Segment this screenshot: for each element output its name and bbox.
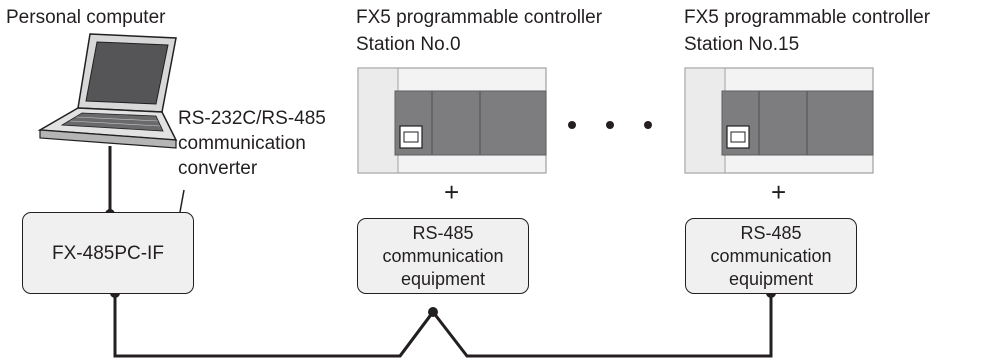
plc-station-15-icon [684, 67, 874, 174]
laptop-icon [37, 33, 178, 219]
converter-label-line-1: RS-232C/RS-485 [178, 108, 326, 129]
station-0-equipment-line-2: communication [382, 245, 504, 266]
bus-node-station-0 [428, 307, 438, 317]
plc-station-0-icon [357, 67, 547, 174]
fx-485pc-if-label: FX-485PC-IF [52, 242, 164, 264]
station-15-plus: + [771, 177, 787, 207]
converter-label-line-2: communication [178, 133, 306, 154]
station-15-equipment-box: RS-485 communication equipment [685, 218, 857, 294]
station-0-title: FX5 programmable controller [356, 7, 603, 28]
station-0-equipment-line-3: equipment [400, 268, 486, 289]
station-0-number: Station No.0 [356, 34, 461, 55]
station-15-equipment-line-1: RS-485 [740, 222, 802, 243]
station-15-equipment-line-3: equipment [728, 268, 814, 289]
pc-label: Personal computer [6, 7, 166, 28]
ellipsis-dots [568, 121, 652, 129]
fx-485pc-if-box: FX-485PC-IF [22, 212, 194, 294]
rs485-bus [113, 293, 773, 358]
station-15-equipment-line-2: communication [710, 245, 832, 266]
station-0-equipment-line-1: RS-485 [412, 222, 474, 243]
station-15-title: FX5 programmable controller [684, 7, 931, 28]
converter-leader-line [179, 189, 185, 213]
station-15-number: Station No.15 [684, 34, 800, 55]
converter-label-line-3: converter [178, 158, 258, 179]
station-0-equipment-box: RS-485 communication equipment [357, 218, 529, 294]
station-0-plus: + [444, 177, 460, 207]
